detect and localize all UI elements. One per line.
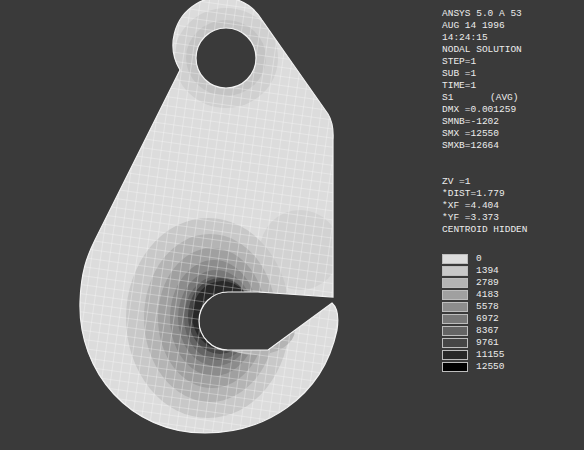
info-text: SUB =1: [442, 68, 476, 79]
info-text: SMNB=-1202: [442, 116, 499, 127]
info-text: S1: [442, 92, 453, 103]
legend-value: 0: [476, 253, 482, 264]
pin-hole: [196, 28, 256, 88]
legend-value: 11155: [476, 349, 505, 360]
legend-value: 5578: [476, 301, 499, 312]
legend-swatch: [442, 314, 468, 324]
legend-swatch: [442, 338, 468, 348]
legend-value: 6972: [476, 313, 499, 324]
info-text: STEP=1: [442, 56, 476, 67]
info-text: SMXB=12664: [442, 140, 499, 151]
legend-value: 12550: [476, 361, 505, 372]
legend-value: 2789: [476, 277, 499, 288]
legend-value: 8367: [476, 325, 499, 336]
info-text: DMX =0.001259: [442, 104, 516, 115]
legend-value: 4183: [476, 289, 499, 300]
legend-swatch: [442, 326, 468, 336]
info-text: *DIST=1.779: [442, 188, 505, 199]
legend-swatch: [442, 362, 468, 372]
legend-value: 9761: [476, 337, 499, 348]
info-text: *XF =4.404: [442, 200, 499, 211]
info-text: *YF =3.373: [442, 212, 499, 223]
info-text: 14:24:15: [442, 32, 488, 43]
info-text: NODAL SOLUTION: [442, 44, 522, 55]
info-text: SMX =12550: [442, 128, 499, 139]
info-text: CENTROID HIDDEN: [442, 224, 528, 235]
info-text: TIME=1: [442, 80, 476, 91]
info-text: ANSYS 5.0 A 53: [442, 8, 522, 19]
info-text: ZV =1: [442, 176, 471, 187]
info-text: AUG 14 1996: [442, 20, 505, 31]
legend-swatch: [442, 290, 468, 300]
hook-outline: [80, 0, 338, 433]
legend-value: 1394: [476, 265, 499, 276]
legend-swatch: [442, 302, 468, 312]
legend-swatch: [442, 350, 468, 360]
legend-swatch: [442, 278, 468, 288]
legend-swatch: [442, 266, 468, 276]
info-text: (AVG): [490, 92, 519, 103]
legend-swatch: [442, 254, 468, 264]
